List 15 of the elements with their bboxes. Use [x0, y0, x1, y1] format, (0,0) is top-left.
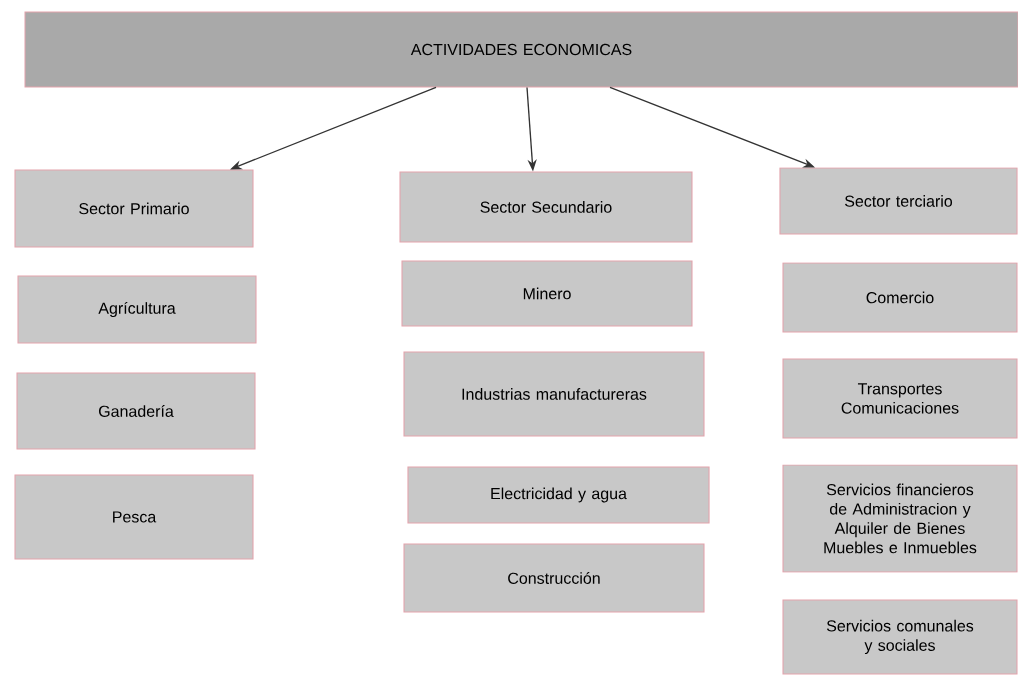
category-box: Construcción	[403, 543, 705, 613]
category-box: Sector terciario	[779, 167, 1018, 235]
category-box: Comercio	[782, 262, 1018, 333]
category-box: Minero	[401, 260, 693, 327]
category-box: Ganadería	[16, 372, 256, 450]
category-box: Servicios financieros de Administracion y Alquiler de Bienes Muebles e Inmuebles	[782, 464, 1018, 573]
category-box: Agrícultura	[17, 275, 257, 344]
title-box: ACTIVIDADES ECONOMICAS	[24, 11, 1018, 88]
category-box: Sector Secundario	[399, 171, 693, 243]
category-box: Servicios comunales y sociales	[782, 599, 1018, 675]
category-box: Sector Primario	[14, 169, 254, 248]
category-box: Transportes Comunicaciones	[782, 358, 1018, 439]
category-box: Pesca	[14, 474, 254, 560]
category-box: Industrias manufactureras	[403, 351, 705, 437]
category-box: Electricidad y agua	[407, 466, 710, 524]
